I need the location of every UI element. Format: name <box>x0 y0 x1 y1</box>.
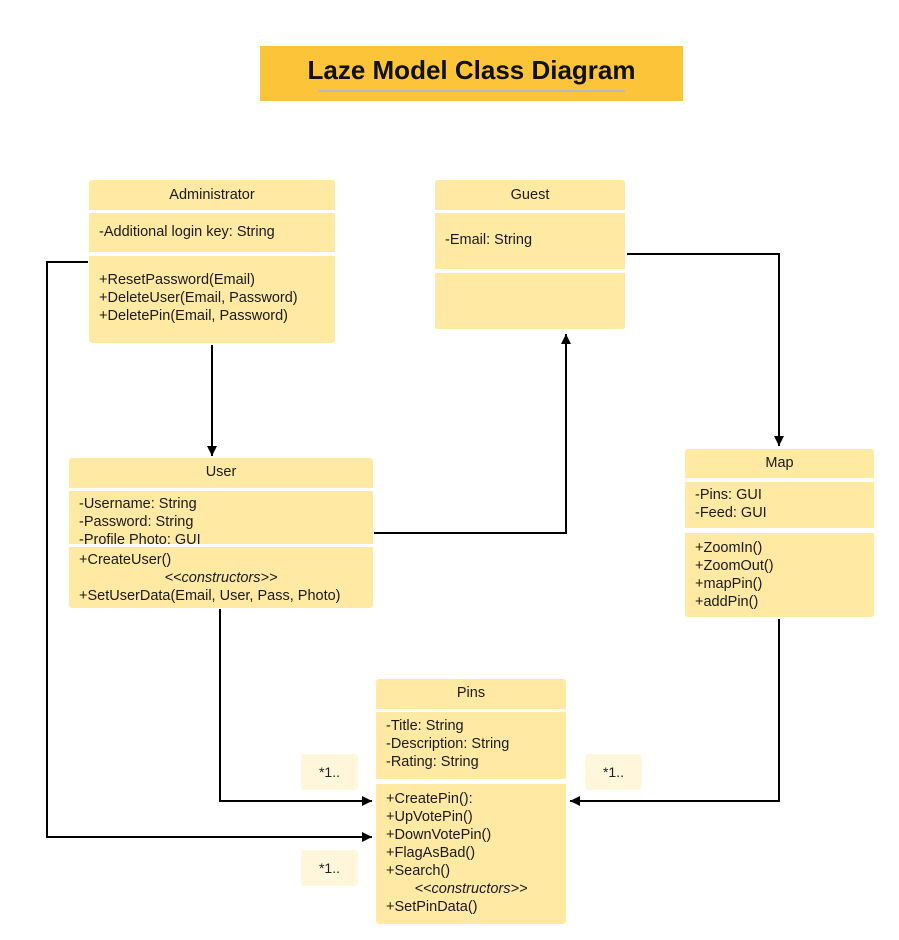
class-name: User <box>205 464 237 480</box>
class-pins-methods: +CreatePin(): +UpVotePin() +DownVotePin(… <box>376 784 566 924</box>
class-map-header: Map <box>685 449 874 478</box>
connector-map-to-pins <box>570 619 780 806</box>
multiplicity-admin-pins: *1.. <box>301 850 358 886</box>
attribute: -Profile Photo: GUI <box>79 532 201 548</box>
connector-admin-to-pins <box>46 261 372 842</box>
class-user-header: User <box>69 458 373 488</box>
attribute: -Feed: GUI <box>695 505 767 521</box>
method: +mapPin() <box>695 576 763 592</box>
attribute: -Description: String <box>386 736 510 752</box>
multiplicity-map-pins: *1.. <box>585 754 642 790</box>
class-guest-header: Guest <box>435 180 625 210</box>
class-name: Map <box>765 455 794 471</box>
class-name: Administrator <box>169 187 255 203</box>
stereotype-label: <<constructors>> <box>414 881 528 897</box>
title-underline <box>318 90 625 92</box>
connector-guest-to-map <box>627 253 784 446</box>
class-name: Pins <box>456 685 486 701</box>
attribute: -Additional login key: String <box>99 224 275 240</box>
class-guest[interactable]: Guest -Email: String <box>435 180 625 329</box>
method: +ZoomOut() <box>695 558 774 574</box>
method: +SetUserData(Email, User, Pass, Photo) <box>79 588 341 604</box>
attribute: -Username: String <box>79 496 197 512</box>
class-user-attributes: -Username: String -Password: String -Pro… <box>69 491 373 548</box>
method: +SetPinData() <box>386 899 478 915</box>
class-map[interactable]: Map -Pins: GUI -Feed: GUI +ZoomIn() +Zoo… <box>685 449 874 617</box>
method: +DeletePin(Email, Password) <box>99 308 288 324</box>
class-pins-attributes: -Title: String -Description: String -Rat… <box>376 712 566 779</box>
method: +FlagAsBad() <box>386 845 476 861</box>
method: +ResetPassword(Email) <box>99 272 255 288</box>
class-administrator[interactable]: Administrator -Additional login key: Str… <box>89 180 335 343</box>
attribute: -Password: String <box>79 514 194 530</box>
method: +addPin() <box>695 594 759 610</box>
class-administrator-attributes: -Additional login key: String <box>89 213 335 252</box>
method: +Search() <box>386 863 451 879</box>
class-guest-methods <box>435 273 625 329</box>
class-map-methods: +ZoomIn() +ZoomOut() +mapPin() +addPin() <box>685 533 874 617</box>
method: +CreateUser() <box>79 552 172 568</box>
class-map-attributes: -Pins: GUI -Feed: GUI <box>685 482 874 528</box>
method: +DeleteUser(Email, Password) <box>99 290 298 306</box>
class-pins[interactable]: Pins -Title: String -Description: String… <box>376 679 566 924</box>
class-administrator-methods: +ResetPassword(Email) +DeleteUser(Email,… <box>89 256 335 343</box>
method: +ZoomIn() <box>695 540 763 556</box>
stereotype-label: <<constructors>> <box>164 570 278 586</box>
class-user[interactable]: User -Username: String -Password: String… <box>69 458 373 608</box>
attribute: -Pins: GUI <box>695 487 762 503</box>
attribute: -Rating: String <box>386 754 479 770</box>
class-user-methods: +CreateUser() <<constructors>> +SetUserD… <box>69 547 373 608</box>
method: +CreatePin(): <box>386 791 473 807</box>
method: +UpVotePin() <box>386 809 473 825</box>
multiplicity-user-pins: *1.. <box>301 754 358 790</box>
diagram-title-banner: Laze Model Class Diagram <box>260 46 683 101</box>
class-guest-attributes: -Email: String <box>435 213 625 269</box>
class-pins-header: Pins <box>376 679 566 709</box>
method: +DownVotePin() <box>386 827 492 843</box>
attribute: -Title: String <box>386 718 464 734</box>
class-administrator-header: Administrator <box>89 180 335 210</box>
class-name: Guest <box>510 187 550 203</box>
connector-user-to-guest <box>374 334 571 534</box>
attribute: -Email: String <box>445 232 533 248</box>
connector-user-to-pins <box>219 609 372 806</box>
diagram-title: Laze Model Class Diagram <box>307 55 636 85</box>
